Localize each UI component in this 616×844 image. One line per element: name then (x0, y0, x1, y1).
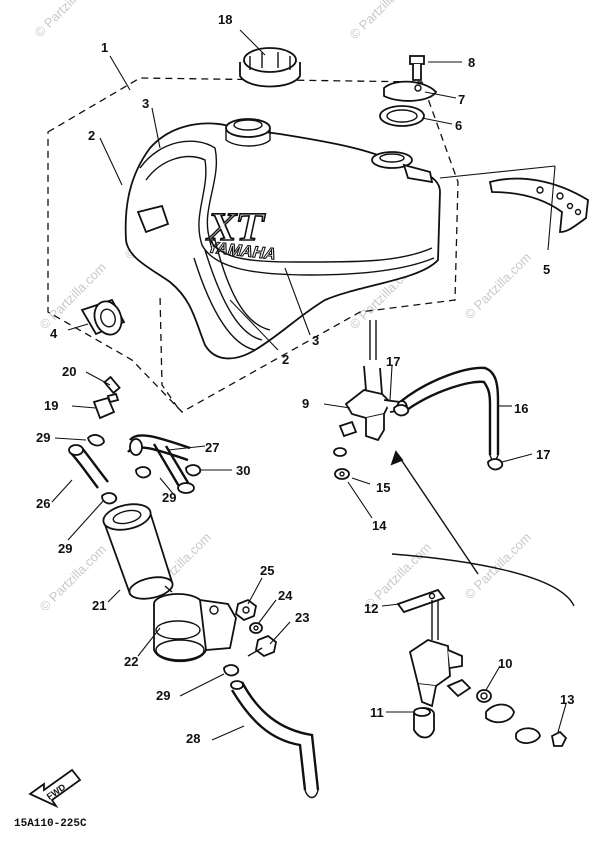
callout: 28 (186, 731, 200, 746)
fuel-canister (102, 503, 174, 600)
tank-bracket (488, 177, 589, 233)
cover-plate (383, 80, 438, 102)
callout-numbers: 1 2 2 3 3 4 5 6 7 8 9 10 11 12 13 14 15 … (36, 12, 574, 746)
callout: 30 (236, 463, 250, 478)
callout: 29 (58, 541, 72, 556)
callout: 22 (124, 654, 138, 669)
watermark: © Partzilla.com (462, 250, 535, 323)
clips (87, 434, 240, 677)
callout: 10 (498, 656, 512, 671)
callout: 2 (88, 128, 95, 143)
callout: 26 (36, 496, 50, 511)
gasket (379, 105, 425, 127)
leader-lines (51, 29, 567, 741)
callout: 20 (62, 364, 76, 379)
clip-17 (393, 404, 504, 471)
callout: 23 (295, 610, 309, 625)
detail-arrow-head (390, 450, 404, 466)
callout: 29 (36, 430, 50, 445)
callout: 24 (278, 588, 293, 603)
callout: 7 (458, 92, 465, 107)
callout: 3 (312, 333, 319, 348)
callout: 12 (364, 601, 378, 616)
bolt-20 (103, 375, 121, 395)
detail-boundary (391, 553, 575, 607)
watermark: © Partzilla.com (32, 0, 105, 40)
nut-25 (235, 598, 257, 622)
callout: 19 (44, 398, 58, 413)
callout: 13 (560, 692, 574, 707)
hose-28 (230, 680, 320, 799)
fuel-petcock-upper (333, 320, 406, 480)
callout: 3 (142, 96, 149, 111)
washer-11 (413, 707, 431, 717)
callout: 15 (376, 480, 390, 495)
callout: 29 (162, 490, 176, 505)
callout: 2 (282, 352, 289, 367)
washer-24 (249, 622, 263, 634)
callout: 9 (302, 396, 309, 411)
callout: 27 (205, 440, 219, 455)
petcock-bracket (396, 588, 446, 614)
callout: 4 (50, 326, 58, 341)
callout: 21 (92, 598, 106, 613)
detail-arrow (395, 451, 479, 575)
tank-assembly-boundary (47, 77, 459, 413)
drawing-code: 15A110-225C (14, 818, 87, 830)
callout: 11 (370, 705, 384, 720)
hose-16 (396, 366, 500, 461)
fuel-tank (124, 118, 441, 360)
callout: 17 (536, 447, 550, 462)
fuel-petcock-lower (408, 600, 463, 739)
fuel-cap (239, 47, 301, 88)
bolt-23 (247, 634, 277, 658)
hose-26 (68, 444, 109, 489)
callout: 29 (156, 688, 170, 703)
callout: 17 (386, 354, 400, 369)
hose-27 (127, 434, 195, 494)
grommet (80, 298, 126, 336)
cap-screw (409, 55, 425, 81)
callout: 6 (455, 118, 462, 133)
callout: 18 (218, 12, 232, 27)
fwd-arrow: FWD (28, 768, 82, 809)
callout: 16 (514, 401, 528, 416)
emblem-xt: XT (203, 204, 268, 249)
connector-19 (92, 392, 120, 420)
watermark: © Partzilla.com (347, 0, 420, 42)
callout: 8 (468, 55, 475, 70)
o-ring-10 (476, 689, 492, 703)
clamp-bracket (153, 593, 237, 663)
strainer (446, 678, 541, 744)
drain-bolt-13 (550, 730, 568, 747)
callout: 1 (101, 40, 108, 55)
callout: 14 (372, 518, 387, 533)
callout: 25 (260, 563, 274, 578)
callout: 5 (543, 262, 550, 277)
